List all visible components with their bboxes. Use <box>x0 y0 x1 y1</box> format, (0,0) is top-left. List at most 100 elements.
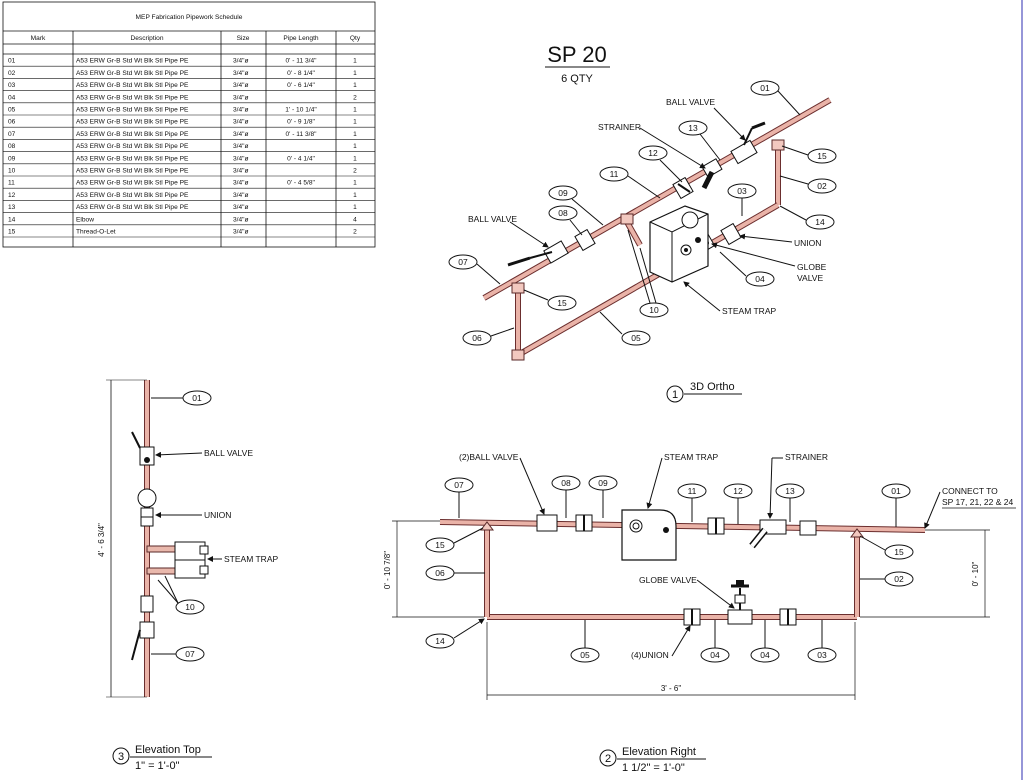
schedule-cell-qty: 1 <box>353 119 357 126</box>
svg-text:01: 01 <box>760 83 770 93</box>
elev-right-globe-valve <box>727 580 753 625</box>
elev-top-dimension: 4' - 6 3/4" <box>97 523 106 557</box>
svg-text:07: 07 <box>185 649 195 659</box>
elev-right-label-union: (4)UNION <box>631 650 669 660</box>
iso-tag-11: 11 <box>599 166 661 199</box>
schedule-cell-size: 3/4"ø <box>233 131 249 138</box>
svg-text:04: 04 <box>755 274 765 284</box>
schedule-title: MEP Fabrication Pipework Schedule <box>136 14 243 21</box>
schedule-cell-desc: A53 ERW Gr-B Std Wt Blk Stl Pipe PE <box>76 119 189 126</box>
schedule-cell-desc: Elbow <box>76 216 94 223</box>
iso-view-number-circle <box>666 385 684 403</box>
schedule-cell-mark: 12 <box>8 192 16 199</box>
iso-label-union: UNION <box>794 238 821 248</box>
svg-text:10: 10 <box>185 602 195 612</box>
schedule-cell-mark: 13 <box>8 204 16 211</box>
svg-text:05: 05 <box>631 333 641 343</box>
elev-top-scale: 1" = 1'-0" <box>135 760 180 772</box>
schedule-cell-qty: 1 <box>353 58 357 65</box>
iso-tag-01: 01 <box>750 80 801 116</box>
svg-text:15: 15 <box>435 540 445 550</box>
elev-right-strainer <box>749 519 787 549</box>
elevation-right-view: (2)BALL VALVE STEAM TRAP STRAINER CONNEC… <box>383 452 1016 774</box>
spool-name: SP 20 <box>547 42 607 67</box>
iso-fittings <box>511 139 785 361</box>
schedule-cell-size: 3/4"ø <box>233 94 249 101</box>
svg-text:11: 11 <box>610 169 619 179</box>
iso-tag-13: 13 <box>678 120 721 161</box>
schedule-cell-len: 0' - 8 1/4" <box>287 70 315 77</box>
iso-tag-08: 08 <box>548 205 583 236</box>
elev-top-view-number-circle <box>112 747 130 765</box>
schedule-cell-size: 3/4"ø <box>233 180 249 187</box>
iso-label-globe-1: GLOBE <box>797 262 827 272</box>
elev-right-dimensions <box>392 520 990 700</box>
elev-right-tag-04-right: 04 <box>750 620 780 663</box>
schedule-cell-desc: Thread-O-Let <box>76 229 116 236</box>
iso-steam-trap <box>649 205 709 283</box>
elev-top-tag-07: 07 <box>151 646 205 662</box>
elev-top-view-number: 3 <box>118 751 124 763</box>
svg-text:06: 06 <box>472 333 482 343</box>
svg-text:09: 09 <box>558 188 568 198</box>
iso-tag-12: 12 <box>638 145 683 183</box>
svg-text:09: 09 <box>598 478 608 488</box>
iso-tag-14: 14 <box>779 205 835 230</box>
svg-text:06: 06 <box>435 568 445 578</box>
elev-right-steam-trap <box>621 509 677 561</box>
svg-text:12: 12 <box>648 148 658 158</box>
svg-text:02: 02 <box>817 181 827 191</box>
elev-right-tag-14: 14 <box>425 618 485 649</box>
elev-right-scale: 1 1/2" = 1'-0" <box>622 762 685 774</box>
iso-union-12 <box>672 176 694 200</box>
iso-label-strainer: STRAINER <box>598 122 641 132</box>
elevation-top-view: BALL VALVE UNION STEAM TRAP 01 10 07 4' … <box>97 379 278 772</box>
schedule-cell-len: 0' - 9 1/8" <box>287 119 315 126</box>
schedule-cell-desc: A53 ERW Gr-B Std Wt Blk Stl Pipe PE <box>76 131 189 138</box>
iso-view: BALL VALVE STRAINER BALL VALVE UNION GLO… <box>448 80 837 403</box>
iso-tag-09: 09 <box>548 185 604 226</box>
elev-top-label-ball-valve: BALL VALVE <box>204 448 253 458</box>
schedule-cell-mark: 07 <box>8 131 16 138</box>
svg-text:14: 14 <box>435 636 445 646</box>
elev-right-tag-08: 08 <box>551 475 581 518</box>
elev-right-tag-11: 11 <box>677 483 707 522</box>
schedule-cell-size: 3/4"ø <box>233 192 249 199</box>
schedule-cell-mark: 02 <box>8 70 16 77</box>
svg-text:13: 13 <box>785 486 795 496</box>
schedule-header-size: Size <box>237 35 250 42</box>
elev-top-view-title: Elevation Top <box>135 744 201 756</box>
schedule-cell-desc: A53 ERW Gr-B Std Wt Blk Stl Pipe PE <box>76 180 189 187</box>
svg-text:12: 12 <box>733 486 743 496</box>
pipework-schedule: MEP Fabrication Pipework Schedule Mark D… <box>2 1 376 248</box>
schedule-cell-qty: 1 <box>353 70 357 77</box>
schedule-cell-qty: 1 <box>353 82 357 89</box>
iso-tag-15-right: 15 <box>781 145 837 164</box>
iso-view-title: 3D Ortho <box>690 381 735 393</box>
iso-tag-02: 02 <box>779 175 837 194</box>
schedule-cell-desc: A53 ERW Gr-B Std Wt Blk Stl Pipe PE <box>76 82 189 89</box>
iso-tag-10: 10 <box>627 229 669 318</box>
schedule-cell-qty: 1 <box>353 143 357 150</box>
elev-top-ball-valve <box>139 446 155 466</box>
elev-right-ball-valve <box>536 514 558 532</box>
schedule-header-qty: Qty <box>350 35 361 42</box>
schedule-cell-mark: 05 <box>8 107 16 114</box>
schedule-cell-desc: A53 ERW Gr-B Std Wt Blk Stl Pipe PE <box>76 204 189 211</box>
svg-text:02: 02 <box>894 574 904 584</box>
schedule-cell-mark: 06 <box>8 119 16 126</box>
schedule-cell-desc: A53 ERW Gr-B Std Wt Blk Stl Pipe PE <box>76 70 189 77</box>
schedule-cell-qty: 2 <box>353 94 357 101</box>
elev-right-tag-02: 02 <box>860 571 914 587</box>
svg-text:07: 07 <box>454 480 464 490</box>
schedule-cell-qty: 2 <box>353 229 357 236</box>
spool-qty: 6 QTY <box>561 73 593 85</box>
schedule-cell-qty: 2 <box>353 168 357 175</box>
elev-right-tag-04-left: 04 <box>700 620 730 663</box>
elev-top-label-union: UNION <box>204 510 231 520</box>
elev-right-label-globe-valve: GLOBE VALVE <box>639 575 697 585</box>
schedule-cell-len: 0' - 6 1/4" <box>287 82 315 89</box>
schedule-cell-mark: 03 <box>8 82 16 89</box>
iso-tag-07: 07 <box>448 254 501 285</box>
